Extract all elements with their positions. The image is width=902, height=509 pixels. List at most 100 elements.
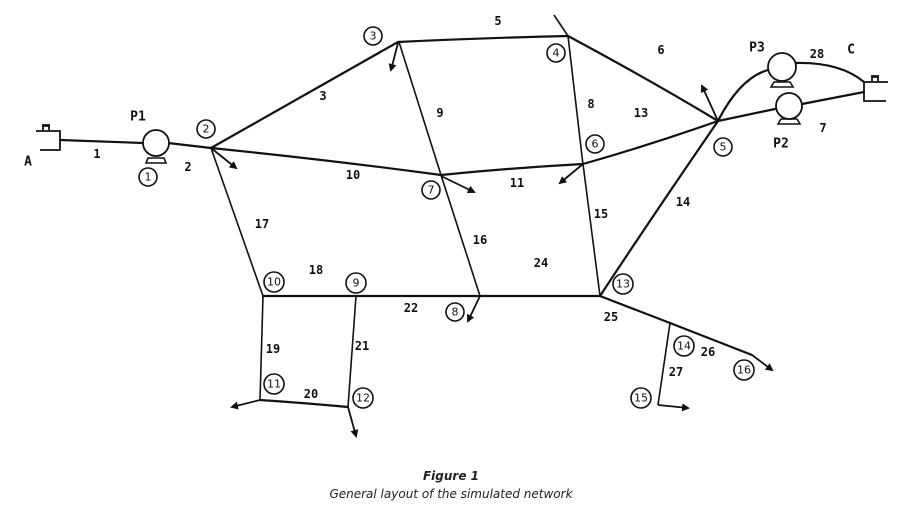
pipe-17[interactable] [210,147,264,297]
pipe-15-label: 15 [594,207,608,221]
pipe-20[interactable] [258,398,350,409]
node-9[interactable]: 9 [345,272,367,294]
node-6[interactable]: 6 [585,134,605,154]
reservoir-c-tank [863,81,888,102]
node-4[interactable]: 4 [546,43,566,63]
pipe-27[interactable] [657,322,671,406]
node-2[interactable]: 2 [196,119,216,139]
pipe-14[interactable] [598,119,720,298]
reservoir-c-label: C [847,43,855,58]
node-1[interactable]: 1 [138,167,158,187]
node-9-label: 9 [353,277,360,290]
pipe-7a[interactable] [716,107,777,123]
demand-arrow-8 [466,295,481,323]
demand-arrow-3 [388,42,399,72]
pipe-6[interactable] [566,34,720,123]
node-5[interactable]: 5 [713,137,733,157]
pipes [58,14,866,409]
node-10[interactable]: 10 [263,271,285,293]
pipe-19-label: 19 [266,342,280,356]
pipe-3[interactable] [209,40,400,150]
pipe-27-label: 27 [669,365,683,379]
node-16[interactable]: 16 [733,359,755,381]
pipe-17-label: 17 [255,217,269,231]
pipe-13-label: 13 [634,106,648,120]
pipe-1-label: 1 [93,147,100,161]
pipe-11[interactable] [439,162,585,177]
reservoir-a-tank [36,130,61,151]
pipe-14-label: 14 [676,195,690,209]
pipe-21[interactable] [347,295,357,408]
pipe-18-label: 18 [309,263,323,277]
demand-arrow-12 [347,406,359,438]
reservoir-c: C [847,43,888,102]
pump-base [769,81,795,88]
pipe-10-label: 10 [346,168,360,182]
node-8[interactable]: 8 [445,302,465,322]
pump-p1-label: P1 [130,110,146,125]
pipe-2[interactable] [166,141,213,150]
pump-base [144,157,168,164]
node-11[interactable]: 11 [263,373,285,395]
demand-arrow-11 [230,399,261,410]
reservoir-a: A [24,124,61,170]
pipe-16-label: 16 [473,233,487,247]
pipe-16[interactable] [440,174,481,297]
pipe-26-label: 26 [701,345,715,359]
node-15-label: 15 [634,392,648,405]
node-14-label: 14 [677,340,691,353]
pipe-1[interactable] [58,138,145,145]
node-1-label: 1 [145,171,152,184]
pump-p3[interactable]: P3 [749,41,797,88]
pipe-2-label: 2 [184,160,191,174]
node-10-label: 10 [267,276,281,289]
node-13[interactable]: 13 [612,273,634,295]
node-14[interactable]: 14 [673,335,695,357]
node-7-label: 7 [428,184,435,197]
node-15[interactable]: 15 [630,387,652,409]
pipe-13[interactable] [581,119,720,166]
pipe-25-label: 25 [604,310,618,324]
node-7[interactable]: 7 [421,180,441,200]
node-4-label: 4 [553,47,560,60]
pipe-22-label: 22 [404,301,418,315]
demand-arrow-2 [210,147,238,170]
node-12[interactable]: 12 [352,387,374,409]
pipe-8[interactable] [567,35,584,166]
pipe-9-label: 9 [436,106,443,120]
pipe-26[interactable] [668,321,754,357]
pipe-7-label: 7 [819,121,826,135]
pipe-28a[interactable] [716,68,770,123]
pipe-11-label: 11 [510,176,524,190]
node-5-label: 5 [720,141,727,154]
pipe-28[interactable] [794,61,866,84]
pipe-19[interactable] [259,295,264,401]
pipe-10[interactable] [209,146,443,177]
network-diagram: A C [24,14,888,438]
pump-p1[interactable]: P1 [130,110,170,164]
water-level-icon [871,75,879,81]
water-level-icon [42,124,50,130]
node-3[interactable]: 3 [363,26,383,46]
pipe-labels: 1 2 3 5 6 7 8 9 10 11 13 14 15 16 17 18 … [93,14,826,401]
pipe-25[interactable] [598,294,672,325]
node-6-label: 6 [592,138,599,151]
pipe-stub [553,14,569,37]
figure-caption: General layout of the simulated network [329,487,573,501]
pipe-9[interactable] [398,41,442,176]
pipe-15[interactable] [582,163,601,297]
pipe-20-label: 20 [304,387,318,401]
pipe-7[interactable] [800,90,866,106]
pipe-6-label: 6 [657,43,664,57]
pump-p2-label: P2 [773,137,789,152]
pump-p2[interactable]: P2 [773,92,803,152]
node-3-label: 3 [370,30,377,43]
reservoir-a-label: A [24,155,32,170]
node-2-label: 2 [203,123,210,136]
demand-arrow-6 [558,163,584,185]
pump-icon [767,52,797,82]
demand-arrow-5 [700,84,719,122]
demand-arrow-15 [657,403,690,412]
pipe-5[interactable] [396,34,570,44]
demand-arrows [210,42,774,438]
